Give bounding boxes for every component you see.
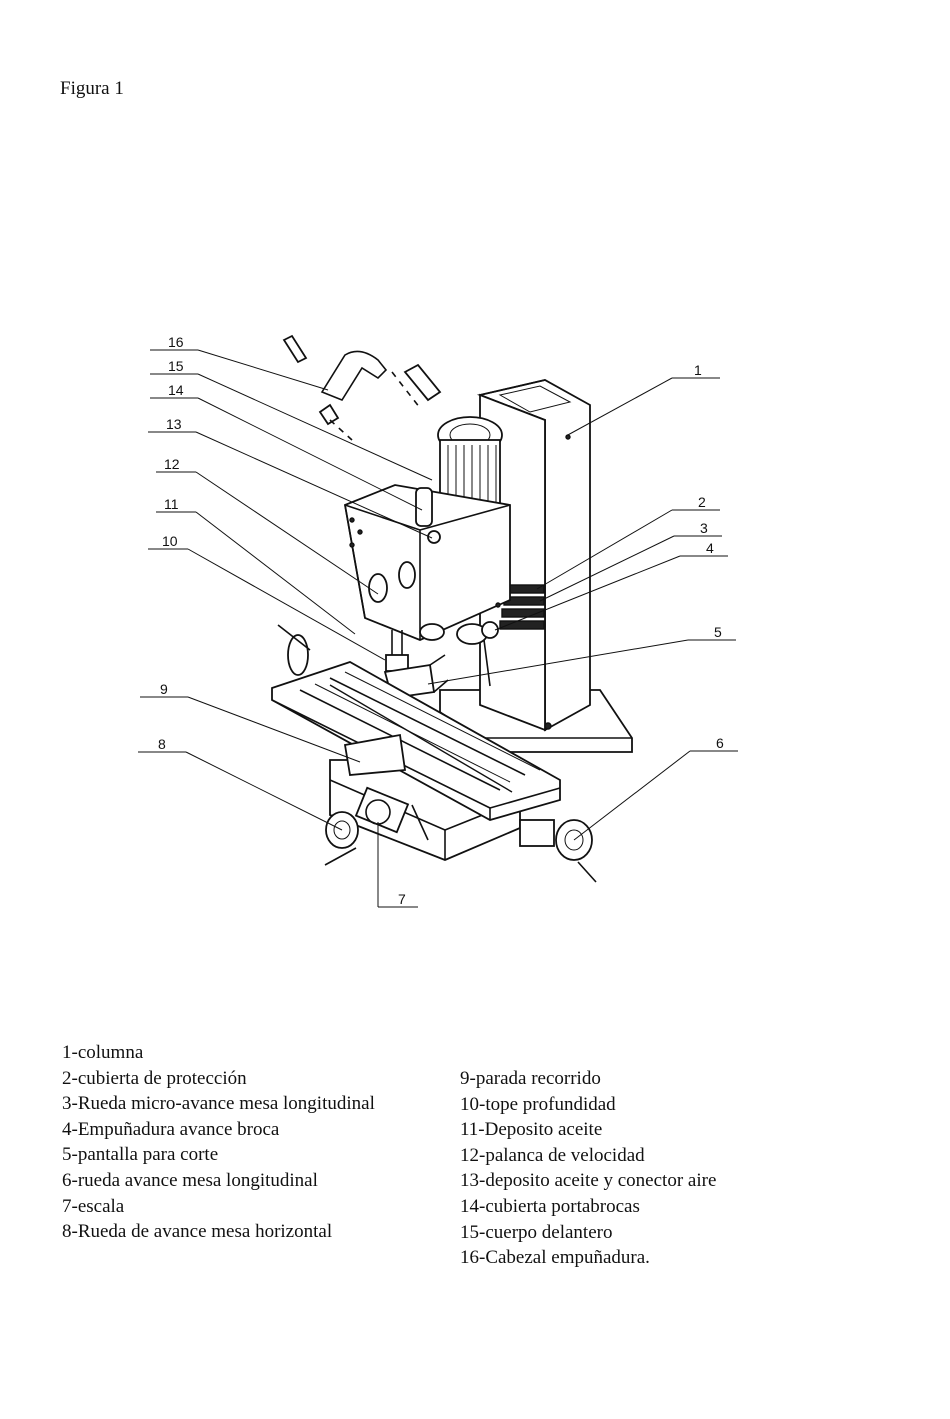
callout-13: 13 [166, 416, 182, 432]
legend-item: 14-cubierta portabrocas [460, 1195, 640, 1217]
legend-item: 13-deposito aceite y conector aire [460, 1170, 717, 1192]
callout-12: 12 [164, 456, 180, 472]
legend-item: 8-Rueda de avance mesa horizontal [62, 1221, 333, 1243]
callout-16: 16 [168, 334, 184, 350]
callout-8: 8 [158, 736, 166, 752]
legend-item: 7-escala [62, 1195, 125, 1217]
callout-10: 10 [162, 533, 178, 549]
legend-right-column: 9-parada recorrido 10-tope profundidad 1… [460, 1066, 716, 1271]
milling-machine-diagram: 1 2 3 4 5 6 7 8 9 10 11 12 13 14 15 16 [138, 334, 738, 908]
callout-1: 1 [694, 362, 702, 378]
loose-parts [282, 334, 442, 441]
legend-item: 5-pantalla para corte [62, 1144, 219, 1166]
legend-item: 2-cubierta de protección [62, 1067, 247, 1089]
legend-item: 12-palanca de velocidad [460, 1144, 645, 1166]
legend-item: 6-rueda avance mesa longitudinal [62, 1169, 318, 1191]
legend-item: 16-Cabezal empuñadura. [460, 1247, 650, 1269]
callout-9: 9 [160, 681, 168, 697]
callout-5: 5 [714, 624, 722, 640]
work-table [271, 661, 561, 821]
legend-left-column: 1-columna 2-cubierta de protección 3-Rue… [62, 1040, 375, 1245]
callout-15: 15 [168, 358, 184, 374]
legend-item: 15-cuerpo delantero [460, 1221, 613, 1243]
callout-labels: 1 2 3 4 5 6 7 8 9 10 11 12 13 14 15 16 [158, 334, 724, 907]
figure-title: Figura 1 [60, 78, 124, 99]
legend-item: 9-parada recorrido [460, 1068, 601, 1089]
handwheels [277, 624, 597, 883]
legend-item: 10-tope profundidad [460, 1093, 616, 1115]
callout-6: 6 [716, 735, 724, 751]
callout-11: 11 [164, 496, 179, 512]
callout-4: 4 [706, 540, 714, 556]
legend-item: 11-Deposito aceite [460, 1119, 603, 1141]
leader-lines [138, 349, 738, 908]
head [343, 484, 511, 641]
legend-item: 3-Rueda micro-avance mesa longitudinal [62, 1093, 375, 1115]
callout-3: 3 [700, 520, 708, 536]
legend-item: 4-Empuñadura avance broca [62, 1118, 280, 1140]
legend-item: 1-columna [62, 1042, 144, 1063]
callout-14: 14 [168, 382, 184, 398]
callout-7: 7 [398, 891, 406, 907]
callout-2: 2 [698, 494, 706, 510]
